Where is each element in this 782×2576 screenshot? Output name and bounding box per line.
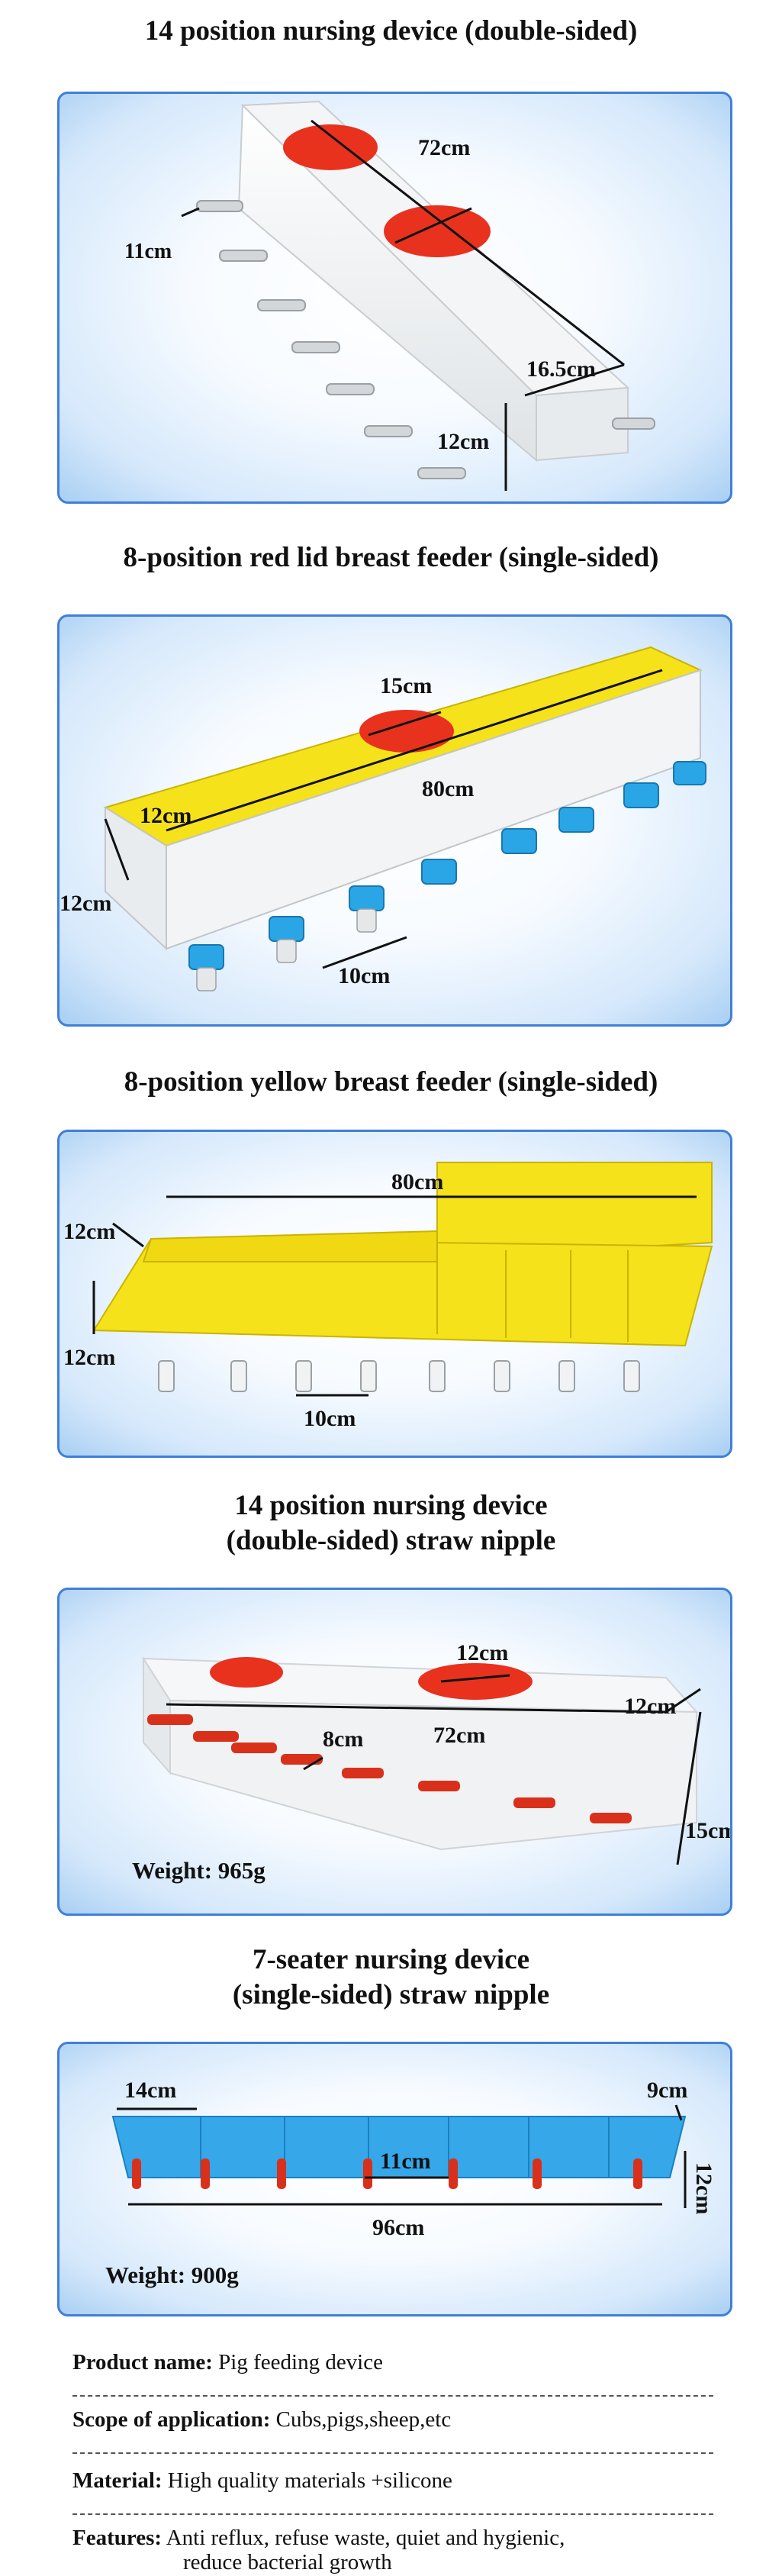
dim-spacing-2: 10cm xyxy=(338,963,390,988)
red-lid-1 xyxy=(210,1657,283,1688)
divider xyxy=(72,2452,713,2454)
spec-value-continued: reduce bacterial growth xyxy=(183,2550,392,2574)
dim-compartment-5: 14cm xyxy=(124,2078,176,2103)
section-5-title-line2: (single-sided) straw nipple xyxy=(232,1979,550,2010)
product-panel-2: 15cm 80cm 12cm 12cm 10cm xyxy=(57,614,732,1027)
section-2-title: 8-position red lid breast feeder (single… xyxy=(123,542,659,573)
section-4-title-line1: 14 position nursing device xyxy=(234,1490,548,1521)
weight-label-4: Weight: 965g xyxy=(132,1857,265,1884)
spec-label: Product name: xyxy=(72,2350,213,2374)
red-lid xyxy=(359,710,454,753)
weight-label-5: Weight: 900g xyxy=(105,2262,239,2288)
dim-length-5: 96cm xyxy=(372,2215,424,2240)
product-panel-3: 80cm 12cm 12cm 10cm xyxy=(57,1130,732,1458)
spec-label: Material: xyxy=(72,2468,163,2493)
dim-nipple-1: 11cm xyxy=(124,240,172,263)
spec-value: High quality materials +silicone xyxy=(167,2468,452,2493)
dim-spacing-5: 11cm xyxy=(380,2149,431,2174)
dim-nipple-4: 8cm xyxy=(323,1726,363,1752)
dim-depth-5: 9cm xyxy=(647,2078,687,2103)
product-illustration-5: 14cm 9cm 11cm 12cm 96cm xyxy=(111,2078,716,2240)
spec-scope: Scope of application: Cubs,pigs,sheep,et… xyxy=(72,2407,721,2433)
dim-height-4: 15cm xyxy=(685,1818,732,1843)
spec-product-name: Product name: Pig feeding device xyxy=(72,2349,721,2375)
product-illustration-1: 72cm 11cm 16.5cm 12cm xyxy=(124,100,655,491)
spec-label: Scope of application: xyxy=(72,2407,271,2432)
spec-material: Material: High quality materials +silico… xyxy=(72,2468,721,2494)
dim-length-1: 72cm xyxy=(418,135,470,160)
dim-width-2: 12cm xyxy=(140,803,191,828)
spec-label: Features: xyxy=(72,2526,163,2550)
spec-value: Pig feeding device xyxy=(218,2350,383,2374)
product-illustration-2: 15cm 80cm 12cm 12cm 10cm xyxy=(60,646,706,991)
dim-height-5: 12cm xyxy=(691,2162,716,2214)
red-lid-2 xyxy=(418,1663,533,1700)
section-1-title: 14 position nursing device (double-sided… xyxy=(144,15,638,47)
spec-features: Features: Anti reflux, refuse waste, qui… xyxy=(72,2525,721,2551)
divider xyxy=(72,2395,713,2397)
red-lid-2 xyxy=(384,205,491,257)
dim-height-1: 12cm xyxy=(437,429,489,454)
section-5-title-line1: 7-seater nursing device xyxy=(252,1944,530,1975)
spec-features-line2: reduce bacterial growth xyxy=(72,2549,721,2575)
red-lid-1 xyxy=(283,124,378,170)
section-4-title-line2: (double-sided) straw nipple xyxy=(226,1525,556,1556)
dim-height-2: 12cm xyxy=(60,891,111,916)
product-panel-4: 12cm 12cm 8cm 72cm 15cm Weight: 965g xyxy=(57,1588,732,1916)
dim-spacing-3: 10cm xyxy=(304,1406,356,1431)
dim-lid-4: 12cm xyxy=(456,1640,508,1665)
dim-width-4: 12cm xyxy=(624,1694,676,1719)
dim-length-3: 80cm xyxy=(391,1169,443,1195)
dim-width-1: 16.5cm xyxy=(526,356,596,382)
dim-height-3: 12cm xyxy=(63,1345,115,1370)
divider xyxy=(72,2513,713,2515)
product-illustration-3: 80cm 12cm 12cm 10cm xyxy=(63,1162,713,1431)
section-3-title: 8-position yellow breast feeder (single-… xyxy=(124,1066,658,1098)
dim-length-4: 72cm xyxy=(433,1723,485,1748)
product-illustration-4: 12cm 12cm 8cm 72cm 15cm xyxy=(142,1640,732,1865)
dim-width-3: 12cm xyxy=(63,1219,115,1244)
dim-length-2: 80cm xyxy=(422,776,474,801)
product-panel-1: 72cm 11cm 16.5cm 12cm xyxy=(57,92,732,504)
spec-value: Cubs,pigs,sheep,etc xyxy=(275,2407,452,2432)
spec-value: Anti reflux, refuse waste, quiet and hyg… xyxy=(166,2526,565,2550)
dim-lid-2: 15cm xyxy=(380,673,432,698)
product-panel-5: 14cm 9cm 11cm 12cm 96cm Weight: 900g xyxy=(57,2042,732,2316)
